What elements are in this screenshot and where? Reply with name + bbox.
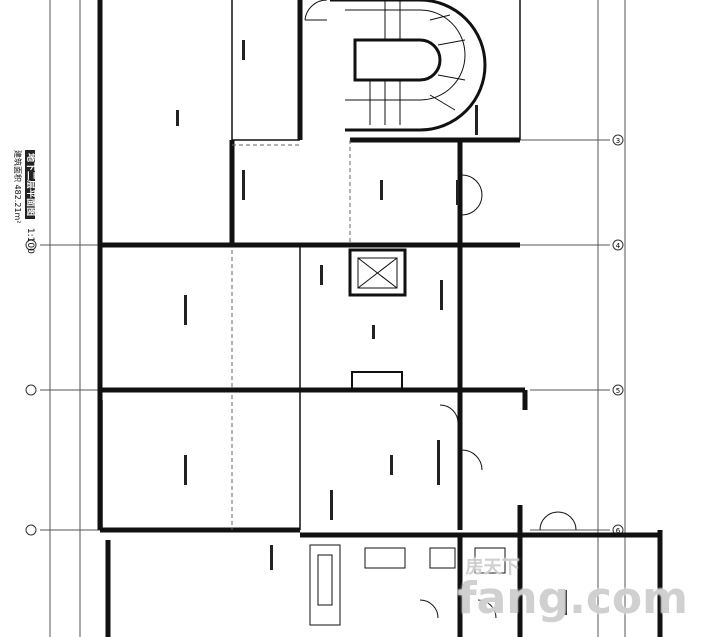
drawing-scale: 1:100 (25, 227, 35, 254)
axis-label: 6 (616, 527, 621, 535)
elevator (348, 248, 407, 391)
watermark: 房天下 fang.com (457, 553, 688, 621)
axis-label: 4 (616, 242, 621, 250)
watermark-cn: 房天下 (465, 557, 520, 578)
spiral-stair (330, 0, 487, 132)
drawing-title-text: 地下二层平面图 (25, 150, 35, 220)
partitions (101, 0, 521, 530)
axis-label: 5 (616, 387, 620, 395)
axis-label: 3 (616, 137, 620, 145)
hidden-lines (231, 140, 351, 530)
room-labels (176, 40, 567, 615)
axis-markers (25, 134, 624, 536)
doors (304, 0, 577, 531)
walls (97, 0, 663, 637)
area-note: 建筑面积 482.21m² (13, 150, 22, 224)
toilet-fixtures (309, 544, 506, 626)
watermark-en: fang.com (457, 573, 688, 624)
drawing-title: 地下二层平面图 1:100 建筑面积 482.21m² (12, 150, 38, 254)
dimension-lines (40, 0, 626, 637)
